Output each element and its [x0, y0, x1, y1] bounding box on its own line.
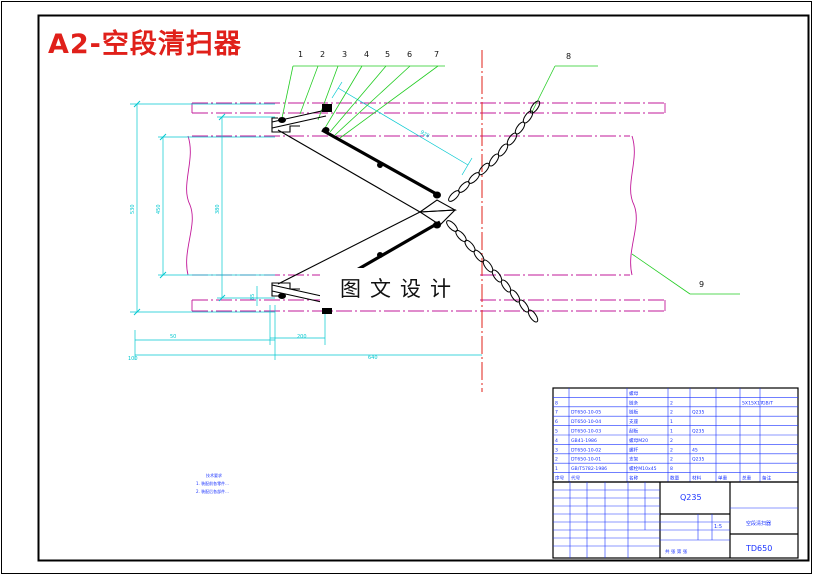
bom-header-remark: 备注: [762, 475, 772, 482]
bom-cell-name: 螺杆: [629, 446, 639, 453]
dim-100: 100: [128, 356, 138, 362]
chain-bottom: [446, 220, 539, 323]
dim-380: 380: [215, 204, 221, 214]
bom-header-w1: 单重: [718, 475, 728, 482]
title-block-grid: [553, 482, 798, 558]
title-block-texts: Q235 空段清扫器 TD650 1:5 共 张 第 张: [665, 493, 772, 555]
bom-cell-code: DT650-10-05: [571, 410, 601, 416]
bom-cell-no: 2: [555, 457, 558, 463]
dimension-ticks: [133, 100, 226, 316]
bom-header-w2: 总重: [742, 475, 752, 482]
balloon-6: 6: [407, 50, 412, 59]
bom-cell-material: Q235: [692, 410, 704, 416]
bom-cell-no: 8: [555, 400, 558, 406]
tb-scale: 1:5: [714, 524, 722, 530]
bom-cell-material: 45: [692, 447, 698, 453]
belt-break-right: [630, 135, 637, 276]
balloon-2: 2: [320, 50, 325, 59]
bom-cell-qty: 2: [670, 438, 673, 444]
bom-cell-qty: 2: [670, 447, 673, 453]
bom-cell-material: Q235: [692, 429, 704, 435]
bom-cell-no: 5: [555, 429, 558, 435]
notes-heading: 技术要求: [206, 473, 222, 478]
balloon-3: 3: [342, 50, 347, 59]
dim-640: 640: [368, 355, 378, 361]
bom-header-qty: 数量: [670, 475, 680, 482]
bom-header-no: 序号: [555, 475, 565, 482]
chain-top: [448, 100, 541, 202]
notes-line-2: 2. 装配后各部件...: [196, 489, 229, 494]
tb-drawing-no: TD650: [745, 544, 772, 553]
nuts: [278, 104, 441, 314]
bom-cell-qty: 8: [670, 466, 673, 472]
notes-line-1: 1. 装配前各零件...: [196, 481, 229, 486]
bom-cell-material: Q235: [692, 457, 704, 463]
watermark-box: 图文设计: [320, 268, 480, 308]
bom-cell-no: 7: [555, 410, 558, 416]
bom-cell-w2: 5X15X17: [742, 400, 763, 406]
bom-cell-remark: GB/T: [762, 400, 773, 406]
bom-header-material: 材料: [692, 475, 702, 482]
rail-end-ticks: [191, 103, 666, 311]
bom-cell-name: 支架: [629, 456, 639, 463]
balloon-7: 7: [434, 50, 439, 59]
bom-cell-code: DT650-10-02: [571, 447, 601, 453]
bom-cell-code: GB41-1986: [571, 438, 597, 444]
bom-cell-code: DT650-10-01: [571, 457, 601, 463]
bom-cell-name: 链条: [629, 399, 639, 406]
bom-cell-name: 支座: [629, 418, 639, 425]
leader-lines: [281, 65, 740, 295]
bom-cell-name: 螺栓M10x45: [629, 465, 657, 472]
bom-cell-name: 螺母: [629, 390, 639, 397]
bom-cell-no: 1: [555, 466, 558, 472]
bom-cell-code: DT650-10-03: [571, 429, 601, 435]
dim-450: 450: [156, 204, 162, 214]
dim-928: 928: [419, 130, 430, 140]
bom-header-name: 名称: [629, 475, 639, 482]
bom-cell-name: 刮板: [629, 428, 639, 435]
bom-cell-code: DT650-10-04: [571, 419, 601, 425]
dimension-lines: [130, 81, 482, 360]
bom-grid: [553, 388, 798, 482]
bom-cell-code: GB/T5782-1986: [571, 466, 607, 472]
dimension-texts: 530 450 380 85 928 50 100 200 640: [128, 130, 430, 362]
bom-cell-qty: 2: [670, 410, 673, 416]
balloon-1: 1: [298, 50, 303, 59]
balloon-5: 5: [385, 50, 390, 59]
bom-cell-qty: 2: [670, 400, 673, 406]
title-block: [552, 481, 799, 559]
bom-cell-no: 4: [555, 438, 558, 444]
bom-cell-no: 3: [555, 447, 558, 453]
tb-sheet: 共 张 第 张: [665, 548, 688, 555]
bom-header-code: 代号: [571, 475, 581, 482]
dim-530: 530: [130, 204, 136, 214]
tb-material: Q235: [680, 493, 702, 502]
bom-cell-qty: 1: [670, 419, 673, 425]
tb-drawing-name: 空段清扫器: [746, 520, 771, 527]
bom-cell-name: 链板: [629, 409, 639, 416]
balloon-9: 9: [699, 280, 704, 289]
dim-50: 50: [170, 334, 176, 340]
balloon-numbers: 1 2 3 4 5 6 7 8 9: [298, 50, 704, 289]
bom-cell-qty: 2: [670, 457, 673, 463]
bom-cell-no: 6: [555, 419, 558, 425]
balloon-8: 8: [566, 52, 571, 61]
inner-frame: [37, 14, 810, 562]
dim-200: 200: [297, 334, 307, 340]
drawing-title: A2-空段清扫器: [48, 29, 242, 60]
dim-85: 85: [250, 294, 256, 300]
balloon-4: 4: [364, 50, 369, 59]
watermark-text: 图文设计: [340, 277, 460, 301]
bom-cell-qty: 1: [670, 429, 673, 435]
belt-break-left: [186, 135, 193, 276]
bom-cell-name: 螺母M20: [629, 437, 648, 444]
technical-notes: 技术要求 1. 装配前各零件... 2. 装配后各部件...: [196, 472, 229, 496]
